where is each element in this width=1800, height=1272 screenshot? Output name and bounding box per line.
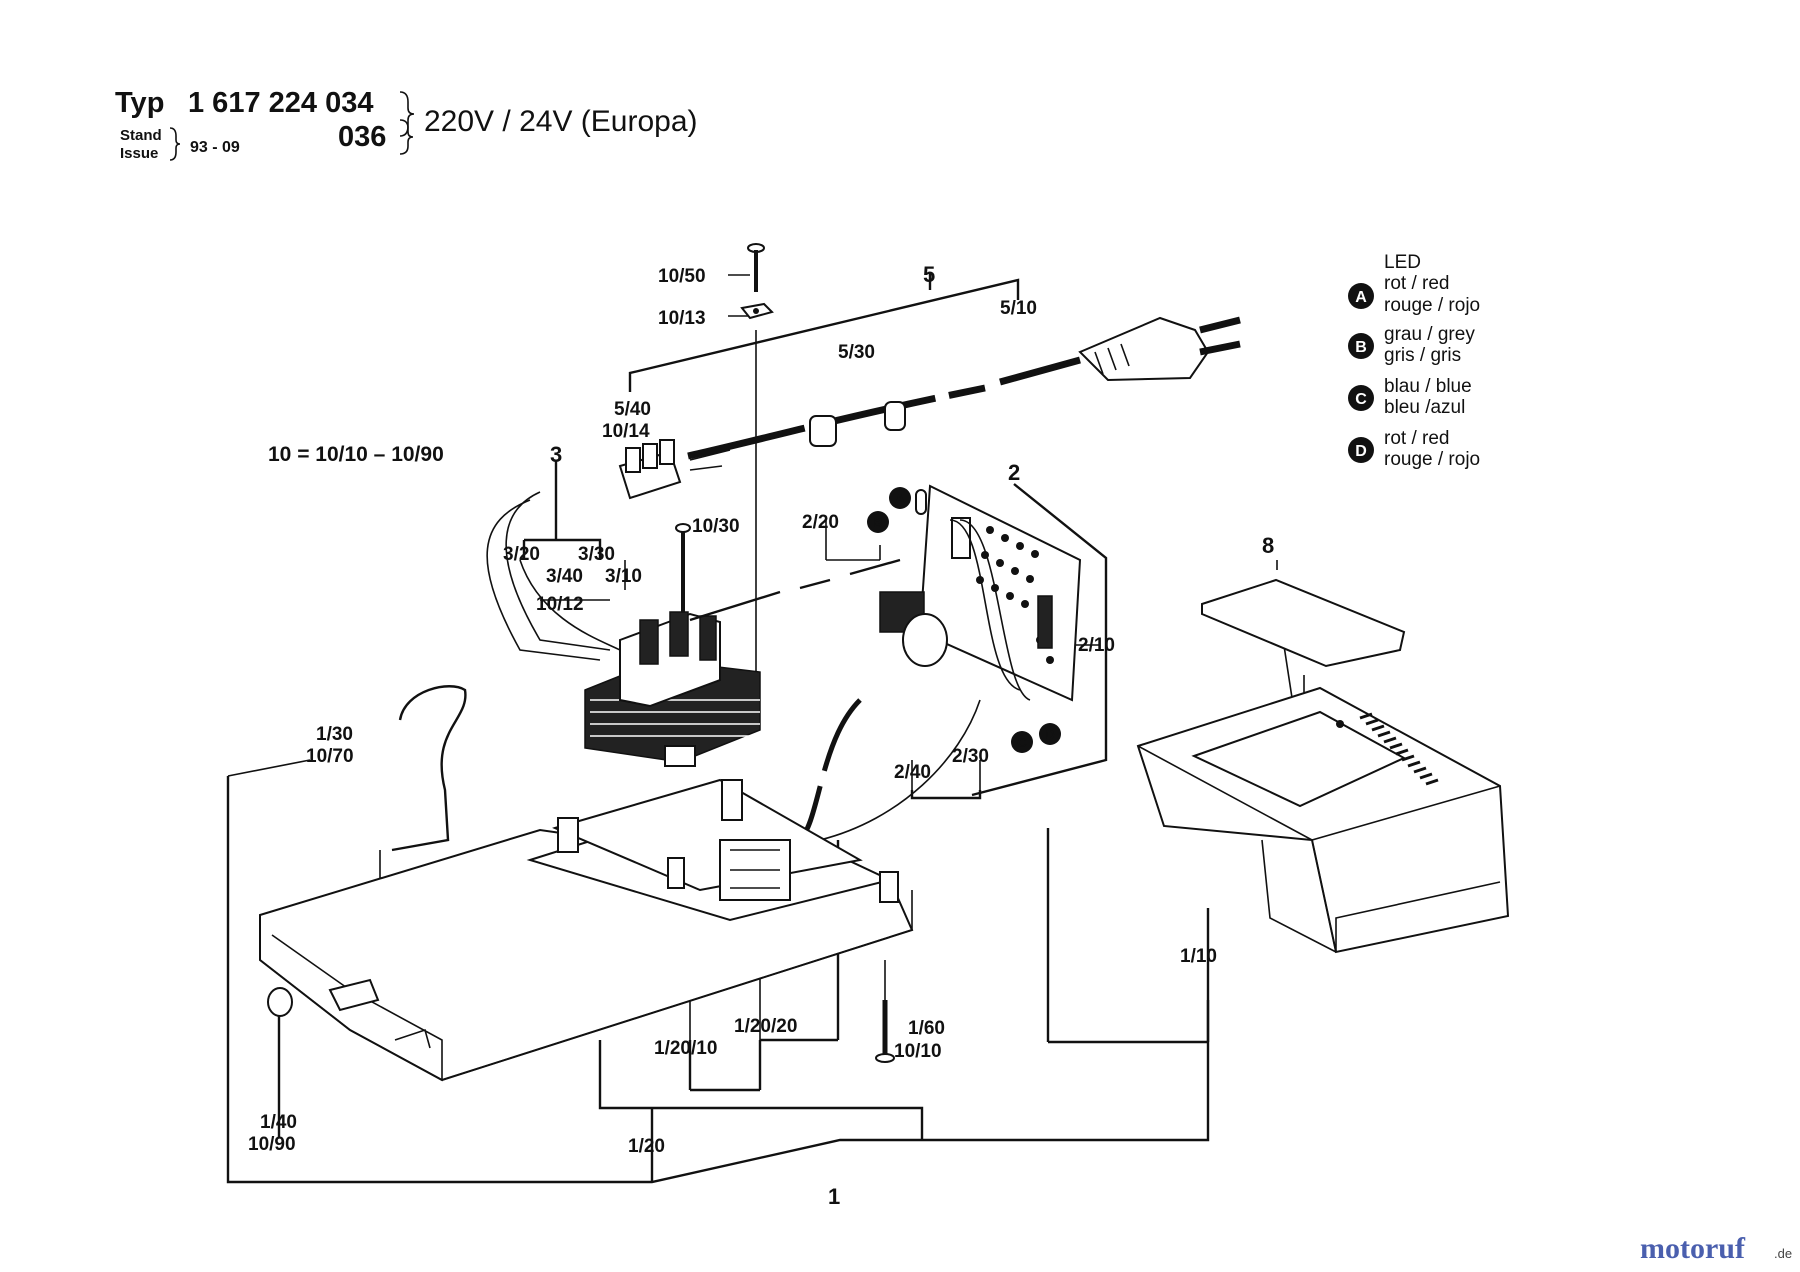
watermark: motoruf .de	[1640, 1232, 1792, 1265]
led-c-icon	[1011, 731, 1033, 753]
label-3-20: 3/20	[503, 544, 540, 565]
watermark-brand: motoruf	[1640, 1232, 1746, 1265]
label-10-12: 10/12	[536, 594, 584, 615]
label-2-40: 2/40	[894, 762, 931, 783]
led-b-letter: B	[873, 515, 882, 530]
label-1-10: 1/10	[1180, 946, 1217, 967]
legend-d-icon	[1348, 437, 1374, 463]
part-labels: 10/50 10/13 5 5/10 5/30 5/40 10/14 3 2 1…	[248, 262, 1274, 1209]
alt-suffix: 036	[338, 121, 386, 153]
mains-plug	[1078, 316, 1241, 382]
legend-a-line2: rouge / rojo	[1384, 295, 1480, 316]
label-1-30: 1/30	[316, 724, 353, 745]
led-markers: A B C D	[867, 487, 1061, 753]
label-1-20-10: 1/20/10	[654, 1038, 717, 1059]
housing-cover	[1136, 686, 1510, 954]
label-10-30: 10/30	[692, 516, 740, 537]
led-legend: LED A rot / red rouge / rojo B grau / gr…	[1348, 252, 1480, 470]
label-1-40: 1/40	[260, 1112, 297, 1133]
legend-d-line1: rot / red	[1384, 428, 1449, 449]
legend-c-line1: blau / blue	[1384, 376, 1472, 397]
screw-1-60	[875, 1000, 895, 1063]
circuit-board	[689, 484, 1082, 842]
wire-bracket	[391, 685, 467, 852]
screw-assembly	[740, 243, 774, 320]
legend-title: LED	[1384, 252, 1421, 273]
legend-b-icon	[1348, 333, 1374, 359]
led-b-icon	[867, 511, 889, 533]
label-5: 5	[923, 262, 935, 287]
issue-label: Issue	[120, 145, 158, 162]
legend-d-line2: rouge / rojo	[1384, 449, 1480, 470]
stand-label: Stand	[120, 127, 162, 144]
power-cord	[687, 356, 1081, 460]
led-d-icon	[1039, 723, 1061, 745]
label-2-10: 2/10	[1078, 635, 1115, 656]
led-d-letter: D	[1045, 727, 1054, 742]
typ-label: Typ	[115, 87, 164, 119]
label-3: 3	[550, 442, 562, 467]
label-5-40: 5/40	[614, 399, 651, 420]
base-housing	[259, 778, 914, 1082]
led-c-letter: C	[1017, 735, 1027, 750]
led-a-icon	[889, 487, 911, 509]
label-10-14: 10/14	[602, 421, 650, 442]
typ-number: 1 617 224 034	[188, 87, 373, 119]
label-1-60: 1/60	[908, 1018, 945, 1039]
label-1: 1	[828, 1184, 840, 1209]
watermark-tld: .de	[1774, 1246, 1792, 1261]
brace-icon	[399, 91, 415, 137]
led-a-letter: A	[895, 491, 905, 506]
label-plate	[1201, 578, 1406, 668]
label-3-40: 3/40	[546, 566, 583, 587]
label-2: 2	[1008, 460, 1020, 485]
legend-d-key: D	[1355, 443, 1367, 460]
legend-c-key: C	[1355, 391, 1367, 408]
legend-b-key: B	[1355, 339, 1367, 356]
legend-b-line2: gris / gris	[1384, 345, 1461, 366]
label-8: 8	[1262, 533, 1274, 558]
label-5-30: 5/30	[838, 342, 875, 363]
label-3-30: 3/30	[578, 544, 615, 565]
formula-label: 10 = 10/10 – 10/90	[268, 443, 444, 466]
legend-a-line1: rot / red	[1384, 273, 1449, 294]
label-5-10: 5/10	[1000, 298, 1037, 319]
label-2-30: 2/30	[952, 746, 989, 767]
legend-a-key: A	[1355, 289, 1367, 306]
label-1-20-20: 1/20/20	[734, 1016, 797, 1037]
label-10-90: 10/90	[248, 1134, 296, 1155]
label-2-20: 2/20	[802, 512, 839, 533]
label-10-70: 10/70	[306, 746, 354, 767]
terminal-block	[618, 439, 731, 500]
voltage-label: 220V / 24V (Europa)	[424, 105, 698, 138]
label-10-10: 10/10	[894, 1041, 942, 1062]
label-1-20: 1/20	[628, 1136, 665, 1157]
header: Typ 1 617 224 034 036 220V / 24V (Europa…	[115, 87, 698, 162]
legend-a-icon	[1348, 283, 1374, 309]
legend-c-icon	[1348, 385, 1374, 411]
label-10-13: 10/13	[658, 308, 706, 329]
transformer	[486, 491, 761, 767]
brace-icon	[169, 127, 181, 161]
legend-b-line1: grau / grey	[1384, 324, 1475, 345]
brace-icon	[399, 119, 414, 155]
label-10-50: 10/50	[658, 266, 706, 287]
label-3-10: 3/10	[605, 566, 642, 587]
issue-date: 93 - 09	[190, 139, 240, 156]
legend-c-line2: bleu /azul	[1384, 397, 1465, 418]
